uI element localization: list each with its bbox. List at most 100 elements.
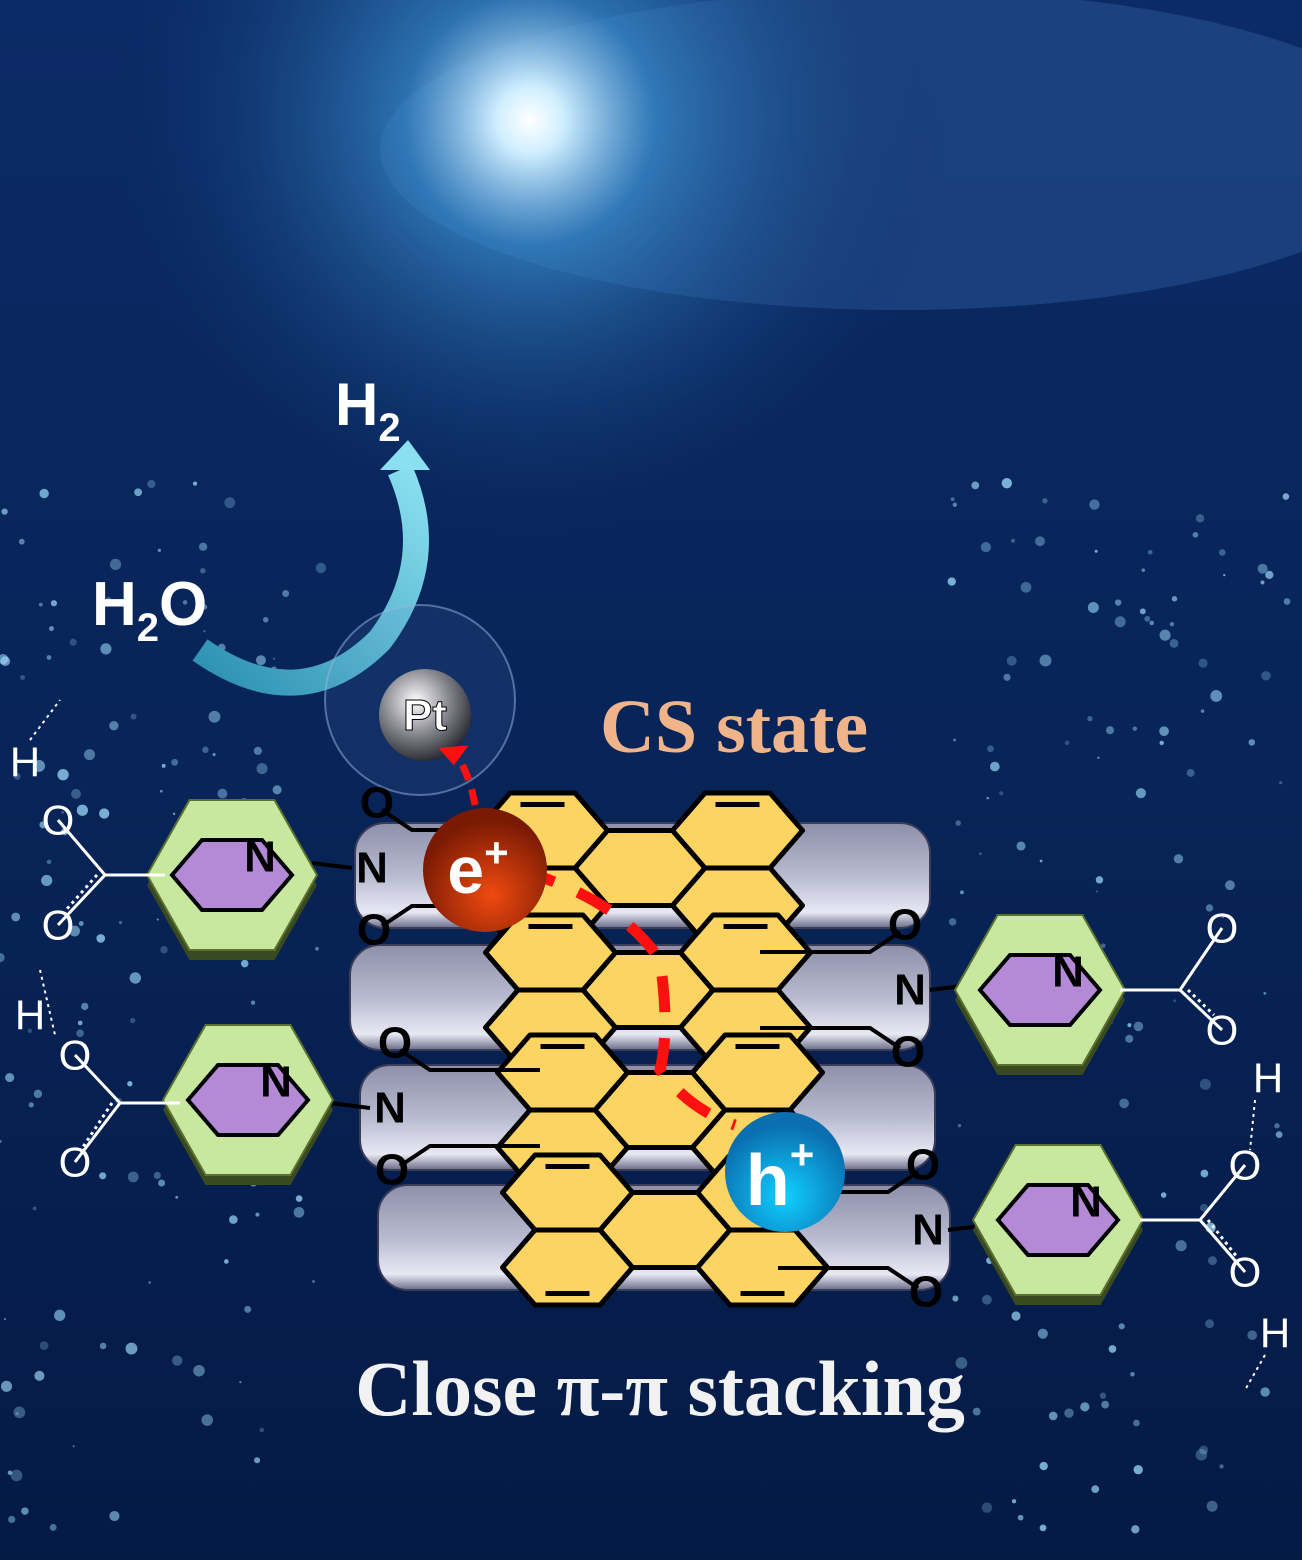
bubble: [125, 1342, 138, 1355]
bubble: [127, 1171, 139, 1183]
bubble: [161, 763, 166, 768]
bubble: [160, 945, 168, 954]
bubble: [1261, 670, 1271, 681]
bubble: [15, 1412, 19, 1416]
bubble: [0, 653, 9, 665]
atom-O: O: [357, 906, 391, 955]
atom-O: O: [360, 779, 394, 828]
bubble: [254, 1457, 261, 1464]
bubble: [1048, 1411, 1058, 1421]
bubble: [1010, 538, 1015, 543]
bubble: [1248, 739, 1256, 746]
bubble: [240, 959, 249, 968]
atom-O: O: [375, 1146, 409, 1195]
bubble: [99, 808, 110, 819]
bubble: [1159, 726, 1169, 737]
atom-N: N: [1052, 948, 1084, 997]
bubble: [81, 1002, 89, 1011]
atom-H: H: [10, 739, 40, 786]
bubble: [32, 1206, 37, 1211]
bubble: [46, 859, 52, 865]
bubble: [39, 1341, 49, 1350]
caption: Close π-π stacking: [355, 1345, 965, 1432]
bubbles: [0, 477, 1291, 1534]
bubble: [1087, 601, 1099, 613]
bubble: [118, 920, 123, 925]
bubble: [987, 745, 994, 753]
bubble: [239, 1380, 242, 1384]
bubble: [1080, 1402, 1090, 1412]
water-splitting-arrow: [192, 440, 430, 696]
bubble: [198, 542, 208, 551]
bubble: [83, 749, 96, 761]
bubble: [971, 481, 980, 490]
atom-O: O: [1206, 905, 1239, 952]
bubble: [200, 568, 206, 574]
bubble: [1108, 1345, 1117, 1353]
bubble: [7, 1470, 13, 1475]
cs-state-label: CS state: [600, 685, 868, 769]
imide-bonds: [329, 1048, 540, 1168]
bubble: [1135, 788, 1146, 799]
carboxyl-bonds: [1120, 927, 1224, 1032]
atom-O: O: [1229, 1142, 1262, 1189]
bubble: [192, 481, 198, 486]
pyridine-ring: [169, 838, 295, 912]
bubble: [33, 759, 46, 772]
h2o-label: H2O: [92, 570, 207, 650]
bubble: [202, 746, 209, 754]
bubble: [1114, 599, 1122, 606]
bubble: [27, 1028, 33, 1033]
bubble: [250, 1000, 256, 1005]
bubble: [201, 1414, 213, 1426]
bubble: [1106, 726, 1115, 735]
bubble: [986, 796, 990, 800]
atom-O: O: [906, 1141, 940, 1190]
bubble: [212, 752, 216, 757]
bubble: [129, 972, 142, 984]
bubble: [1037, 1328, 1048, 1339]
bubble: [1, 508, 8, 515]
atom-N: N: [374, 1084, 406, 1133]
bubble: [1039, 1461, 1048, 1471]
bubble: [952, 738, 957, 742]
bubble: [1283, 598, 1291, 605]
bubble: [1199, 1078, 1211, 1090]
bubble: [952, 502, 957, 507]
bubble: [1133, 1464, 1143, 1475]
bubble: [203, 629, 206, 633]
bubble: [21, 1507, 29, 1515]
bubble: [1173, 854, 1184, 864]
bubble: [978, 852, 982, 856]
atom-N: N: [260, 1058, 292, 1107]
bubble: [282, 590, 290, 598]
bubble: [947, 577, 956, 586]
bubble: [1139, 608, 1146, 615]
hydrogen-bond: [1206, 1219, 1239, 1258]
bubble: [109, 1510, 120, 1522]
bubble: [48, 626, 54, 632]
bubble: [105, 596, 112, 603]
bubble: [999, 791, 1004, 796]
bubble: [957, 1123, 962, 1128]
bubble: [1042, 498, 1048, 504]
bubble: [1221, 915, 1225, 919]
bubble: [981, 1502, 993, 1513]
bubble: [1173, 999, 1177, 1003]
bubble: [39, 488, 49, 499]
bubble: [1159, 629, 1171, 641]
bubble: [1039, 859, 1043, 863]
bubble: [1099, 1392, 1107, 1399]
bubble: [1095, 876, 1104, 884]
bubble: [1265, 570, 1274, 580]
atom-O: O: [888, 901, 922, 950]
bubble: [172, 1355, 183, 1366]
bubble: [96, 934, 106, 943]
bubble: [1003, 673, 1011, 681]
bubble: [1001, 477, 1013, 489]
bubble: [208, 710, 221, 723]
bubble: [193, 1364, 205, 1377]
bubble: [989, 761, 1000, 772]
bubble: [76, 1029, 84, 1038]
bubble: [109, 558, 122, 571]
